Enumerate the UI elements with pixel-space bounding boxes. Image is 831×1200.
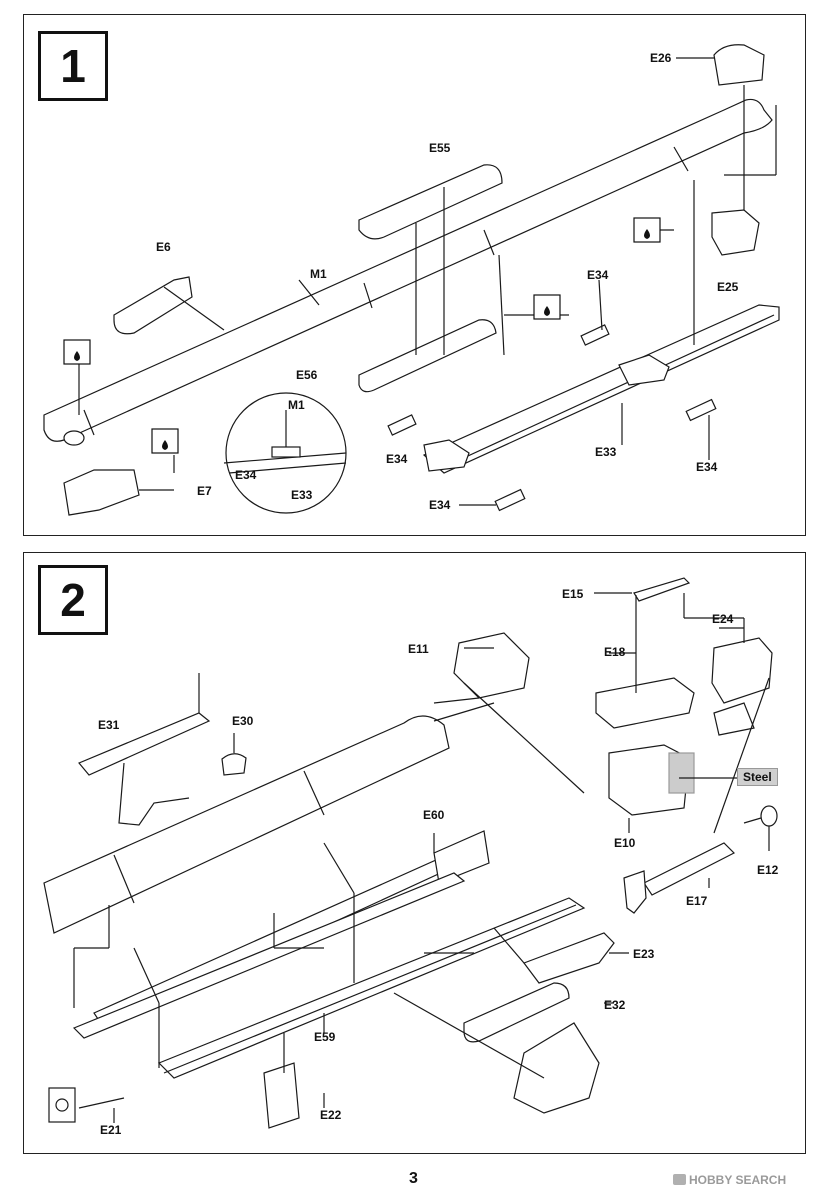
watermark: HOBBY SEARCH	[673, 1173, 786, 1187]
part-e22	[263, 1062, 300, 1129]
part-e11	[453, 632, 530, 699]
barrel	[43, 715, 450, 934]
part-e34-d	[494, 488, 526, 512]
label-e34-right: E34	[696, 460, 718, 474]
label-e59: E59	[314, 1030, 336, 1044]
label-e34-bottom: E34	[429, 498, 451, 512]
step-1-panel: 1	[23, 14, 806, 536]
part-e55	[358, 164, 503, 240]
label-e12: E12	[757, 863, 779, 877]
part-e25	[711, 209, 760, 256]
label-m1: M1	[310, 267, 327, 281]
label-e6: E6	[156, 240, 171, 254]
label-e34-left: E34	[386, 452, 408, 466]
page-number: 3	[409, 1170, 418, 1187]
part-e30	[221, 753, 247, 776]
barrel-m1	[43, 98, 773, 442]
label-e30: E30	[232, 714, 254, 728]
label-e60: E60	[423, 808, 445, 822]
part-e34-b	[387, 414, 417, 436]
watermark-text: HOBBY SEARCH	[689, 1173, 787, 1187]
part-e15	[633, 577, 691, 602]
label-e32: E32	[604, 998, 626, 1012]
label-e31: E31	[98, 718, 120, 732]
part-e6	[113, 276, 193, 335]
label-e18: E18	[604, 645, 626, 659]
label-e15: E15	[562, 587, 584, 601]
label-e11: E11	[408, 642, 429, 656]
label-e34-detail: E34	[235, 468, 257, 482]
part-e31	[78, 712, 211, 776]
label-e56: E56	[296, 368, 318, 382]
part-e32	[463, 982, 570, 1043]
part-e26	[713, 44, 765, 86]
part-e12	[760, 805, 778, 827]
label-e33-detail: E33	[291, 488, 313, 502]
part-e18	[595, 677, 695, 729]
label-e7: E7	[197, 484, 212, 498]
step-1-diagram	[43, 44, 780, 516]
step-2-panel: 2	[23, 552, 806, 1154]
label-e26: E26	[650, 51, 672, 65]
part-e7	[63, 469, 140, 516]
watermark-logo-icon	[673, 1174, 686, 1185]
step-2-number: 2	[38, 565, 108, 635]
part-e17	[643, 842, 736, 896]
step-2-diagram	[43, 577, 778, 1129]
steel-tag: Steel	[737, 768, 778, 786]
label-e55: E55	[429, 141, 451, 155]
part-e34-c	[685, 398, 717, 422]
label-e17: E17	[686, 894, 708, 908]
label-e24: E24	[712, 612, 734, 626]
label-e22: E22	[320, 1108, 342, 1122]
label-e33: E33	[595, 445, 617, 459]
label-e23: E23	[633, 947, 655, 961]
label-m1-detail: M1	[288, 398, 305, 412]
part-e24	[711, 637, 773, 704]
glue-icons	[63, 217, 661, 454]
part-e34-a	[580, 324, 610, 346]
label-e25: E25	[717, 280, 739, 294]
step-1-number: 1	[38, 31, 108, 101]
label-e21: E21	[100, 1123, 122, 1137]
label-e10: E10	[614, 836, 636, 850]
label-e34-top: E34	[587, 268, 609, 282]
part-e56	[358, 319, 497, 393]
part-e23	[523, 932, 615, 984]
